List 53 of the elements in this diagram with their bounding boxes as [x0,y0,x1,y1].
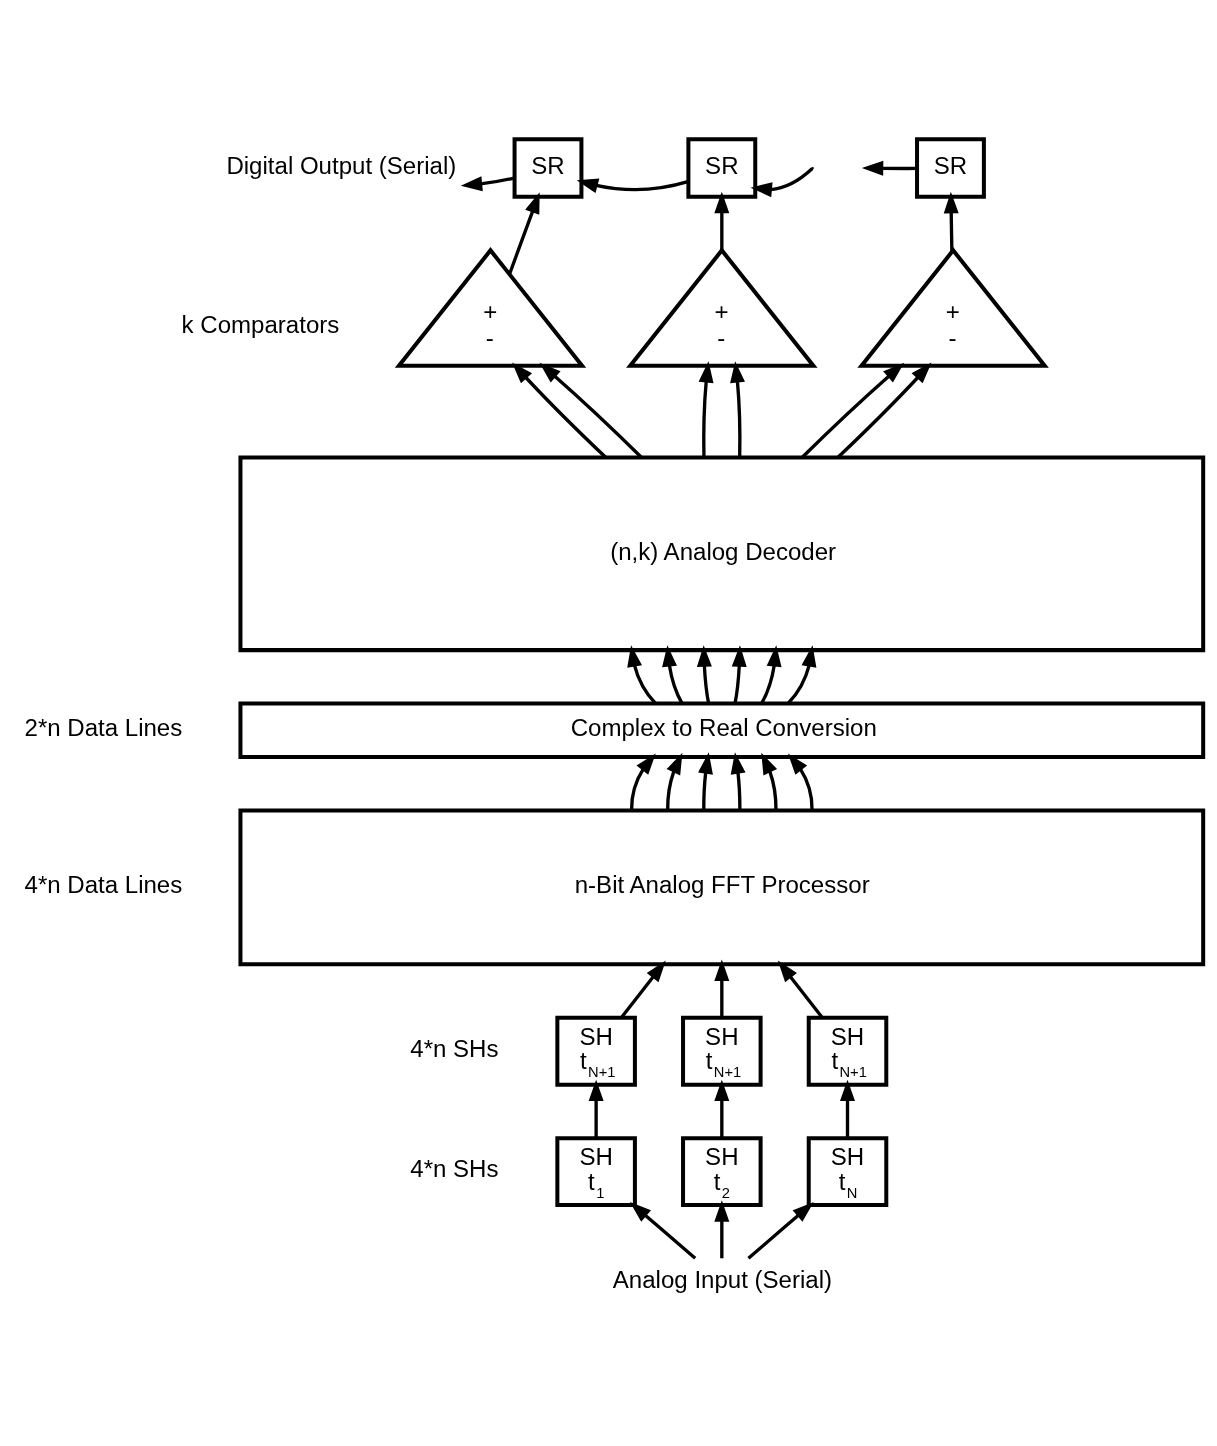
arrow [800,362,905,459]
arrow [730,361,745,458]
arrow [731,645,747,704]
arrow [714,1200,730,1259]
arrow [761,752,778,811]
arrow [714,1079,730,1139]
arrow [836,362,932,459]
node-box: n-Bit Analog FFT Processor [238,808,1206,967]
arrow [714,191,730,250]
arrow [840,1079,855,1139]
node-box: SR [512,137,584,199]
arrow [576,178,689,193]
node-box: SR [686,137,758,199]
node-text: Analog Input (Serial) [612,1266,833,1294]
node-box: SH t$_{1}$ [555,1136,637,1208]
arrow [460,176,515,192]
arrow [861,160,917,176]
arrow [786,645,817,705]
arrow [714,959,730,1018]
label: 4*n SHs [410,1035,499,1063]
arrow [750,167,814,198]
arrow [698,752,713,811]
arrow [629,753,656,811]
arrow [512,362,607,459]
arrow [730,752,746,811]
node-box: SH t$_{2}$ [681,1136,763,1208]
label: 2*n Data Lines [24,714,183,742]
node-box: SH t$_{N+1}$ [806,1015,889,1087]
arrow [539,362,643,459]
label: 4*n Data Lines [24,871,183,899]
arrow [777,960,824,1019]
arrow [698,361,714,458]
label: 4*n SHs [410,1155,499,1183]
node-box: SR [915,137,986,199]
arrow [696,645,712,704]
label: k Comparators [181,311,340,339]
arrow [662,645,684,705]
node-box: Complex to Real Conversion [238,701,1206,760]
arrow [747,1202,814,1260]
arrow [943,191,959,252]
arrow [627,645,657,705]
node-text: Digital Output (Serial) [226,151,457,179]
node-box: SH t$_{N+1}$ [681,1015,763,1087]
arrow [629,1202,697,1260]
arrow [507,192,540,275]
arrow [619,960,666,1019]
arrow [666,752,683,811]
arrow [588,1079,604,1139]
arrow [760,645,782,705]
node-box: (n,k) Analog Decoder [238,455,1206,653]
node-box: SH t$_{N}$ [806,1136,889,1208]
node-box: SH t$_{N+1}$ [555,1015,637,1087]
arrow [787,753,814,811]
